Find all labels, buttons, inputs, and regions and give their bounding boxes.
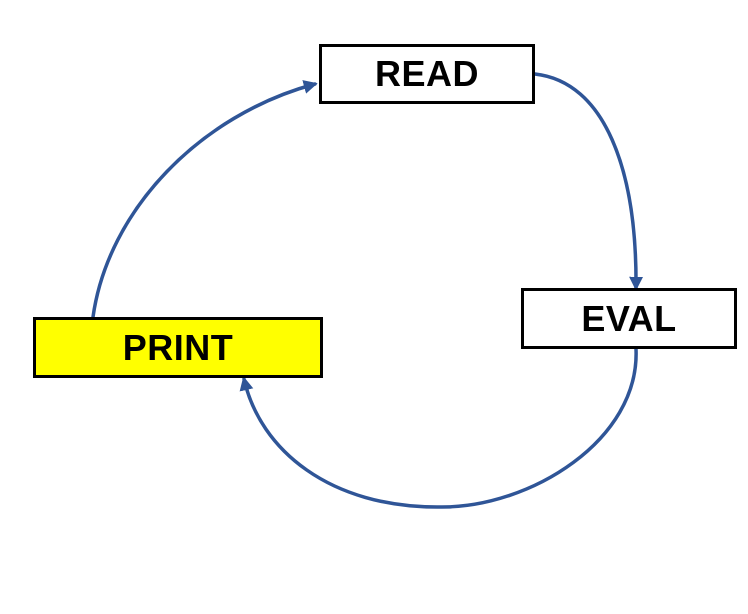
- eval-node: EVAL: [521, 288, 737, 349]
- read-node: READ: [319, 44, 535, 104]
- arrow-print-to-read: [91, 80, 318, 319]
- arrow-read-to-eval: [533, 72, 644, 291]
- print-node: PRINT: [33, 317, 323, 378]
- arrow-eval-to-print: [239, 347, 638, 509]
